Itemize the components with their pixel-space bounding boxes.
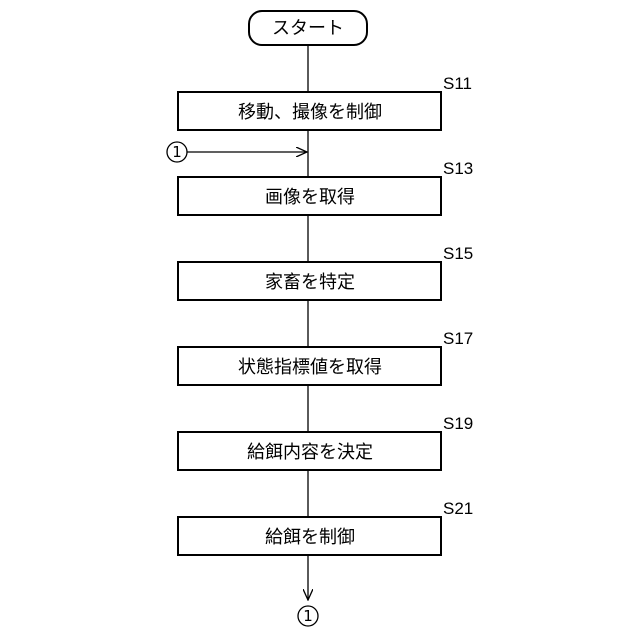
- step-id-s11: S11: [443, 74, 472, 93]
- step-label-s19: 給餌内容を決定: [247, 442, 373, 463]
- step-label-s17: 状態指標値を取得: [238, 357, 382, 378]
- step-label-s13: 画像を取得: [265, 187, 355, 208]
- step-id-s19: S19: [443, 414, 473, 433]
- step-id-s17: S17: [443, 329, 473, 348]
- step-id-s21: S21: [443, 499, 473, 518]
- step-label-s11: 移動、撮像を制御: [238, 102, 382, 123]
- connector-out-label: 1: [303, 607, 313, 625]
- step-label-s15: 家畜を特定: [265, 272, 355, 293]
- step-id-s13: S13: [443, 159, 473, 178]
- connector-in-label: 1: [172, 143, 182, 161]
- step-label-s21: 給餌を制御: [265, 527, 355, 548]
- start-label: スタート: [272, 18, 344, 39]
- step-id-s15: S15: [443, 244, 473, 263]
